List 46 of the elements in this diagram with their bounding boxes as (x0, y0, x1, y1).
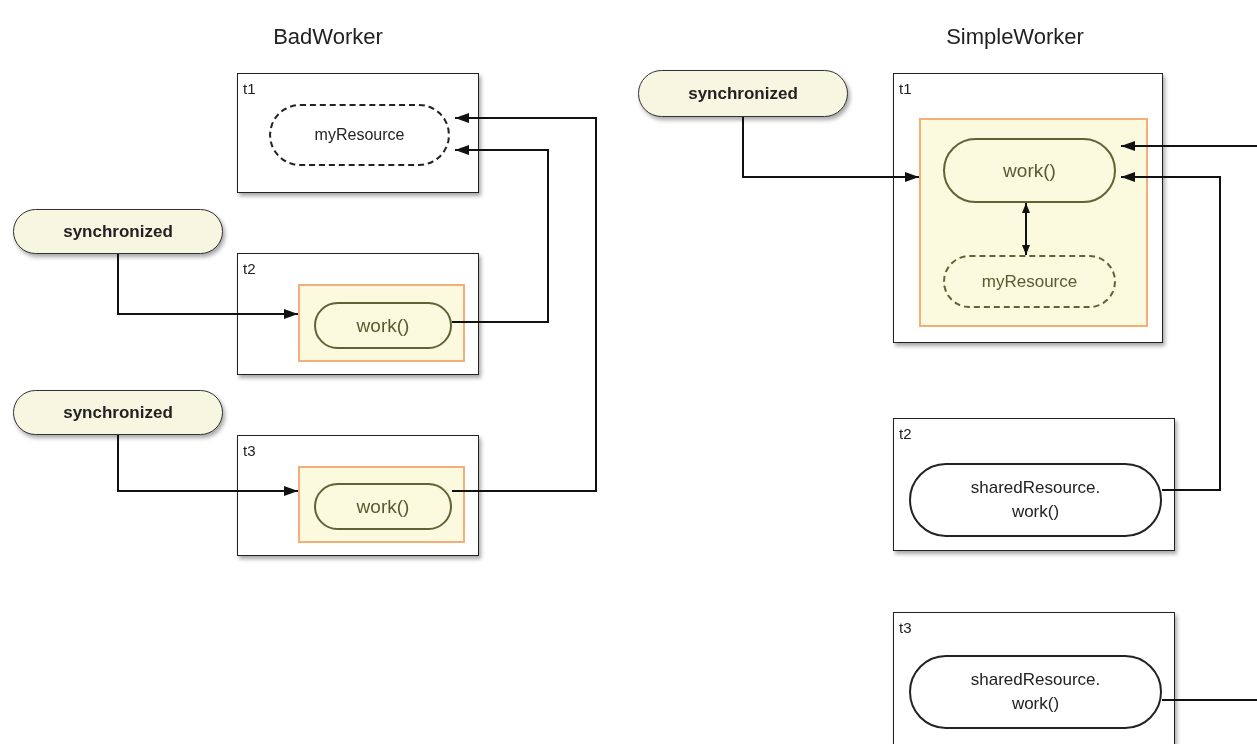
resource-pill (943, 255, 1116, 308)
resource-label: myResource (314, 126, 405, 144)
thread-label: t3 (243, 442, 256, 459)
modifier-pill (13, 209, 223, 254)
modifier-label: synchronized (63, 402, 173, 423)
synchronized-region-box (298, 466, 465, 543)
arrow (117, 434, 299, 496)
method-label: sharedResource. work() (969, 669, 1102, 715)
resource-label: myResource (981, 271, 1078, 292)
thread-label: t2 (243, 260, 256, 277)
method-label: work() (1003, 159, 1056, 182)
arrow (1022, 202, 1030, 256)
thread-label: t1 (243, 80, 256, 97)
connector-line (1161, 699, 1257, 701)
method-pill (314, 483, 452, 530)
arrow (742, 116, 920, 182)
method-pill (909, 463, 1162, 537)
thread-box (893, 73, 1163, 343)
arrow (1120, 172, 1221, 491)
diagram-heading: SimpleWorker (946, 24, 1084, 50)
synchronized-region-box (919, 118, 1148, 327)
arrow (451, 113, 597, 492)
thread-box (893, 418, 1175, 551)
arrow (117, 253, 299, 319)
thread-box (893, 612, 1175, 744)
thread-box (237, 435, 479, 556)
thread-box (237, 73, 479, 193)
synchronized-region-box (298, 284, 465, 362)
modifier-pill (638, 70, 848, 117)
method-label: sharedResource. work() (969, 477, 1102, 523)
modifier-label: synchronized (63, 221, 173, 242)
method-label: work() (356, 314, 410, 337)
arrow (1120, 141, 1257, 151)
modifier-label: synchronized (688, 83, 798, 104)
method-pill (943, 138, 1116, 203)
thread-label: t1 (899, 80, 912, 97)
method-pill (909, 655, 1162, 729)
method-pill (314, 302, 452, 349)
diagram-heading: BadWorker (273, 24, 383, 50)
thread-label: t2 (899, 425, 912, 442)
method-label: work() (356, 495, 410, 518)
resource-pill (269, 104, 450, 166)
thread-box (237, 253, 479, 375)
modifier-pill (13, 390, 223, 435)
arrow (451, 145, 549, 323)
thread-label: t3 (899, 619, 912, 636)
